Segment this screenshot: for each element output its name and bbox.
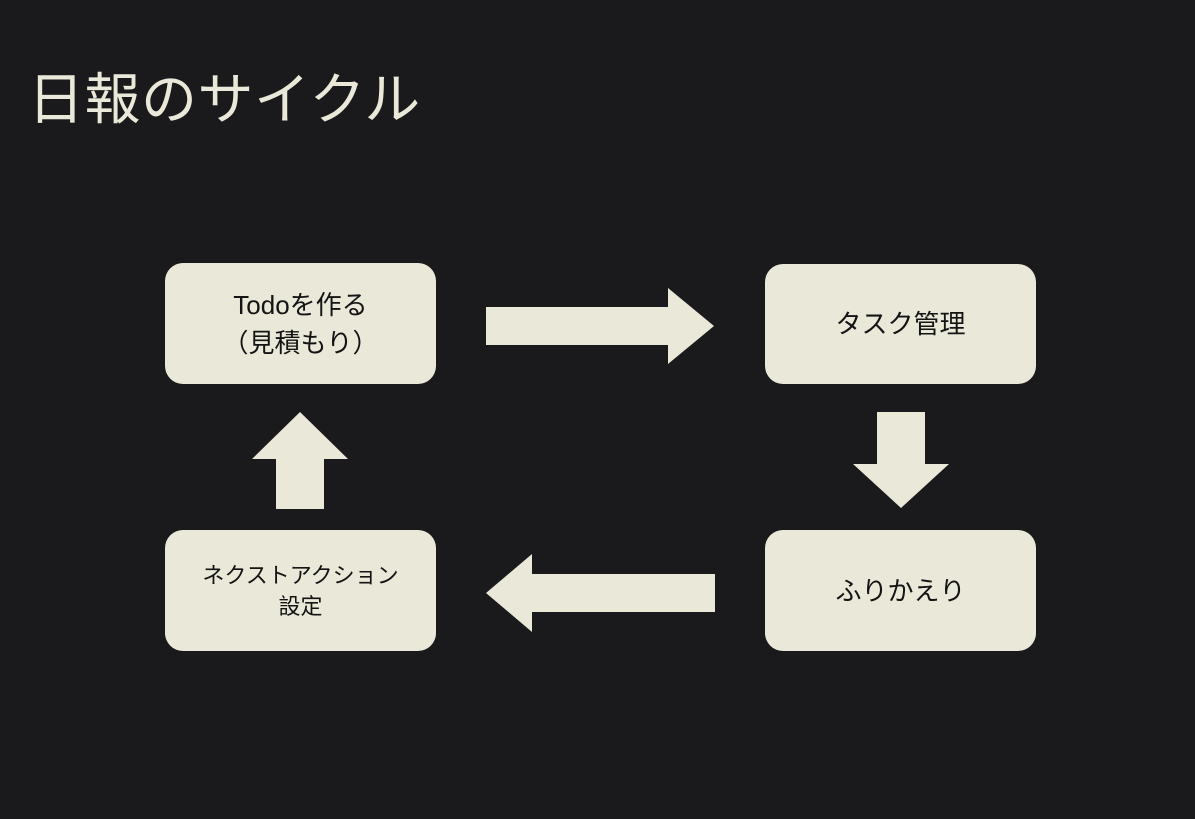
diagram-node-todo[interactable]: Todoを作る （見積もり） (165, 263, 436, 384)
diagram-node-label: ふりかえり (835, 575, 966, 606)
diagram-node-label: Todoを作る （見積もり） (222, 289, 379, 358)
arrow-down-icon (853, 412, 949, 508)
diagram-node-next-action[interactable]: ネクストアクション 設定 (165, 530, 436, 651)
page-title: 日報のサイクル (28, 68, 421, 131)
diagram-node-task-management[interactable]: タスク管理 (765, 264, 1036, 384)
diagram-node-retrospective[interactable]: ふりかえり (765, 530, 1036, 651)
arrow-right-icon (486, 288, 714, 364)
arrow-up-icon (252, 412, 348, 509)
arrow-left-icon (486, 554, 715, 632)
diagram-node-label: タスク管理 (835, 309, 966, 339)
diagram-node-label: ネクストアクション 設定 (202, 562, 399, 619)
